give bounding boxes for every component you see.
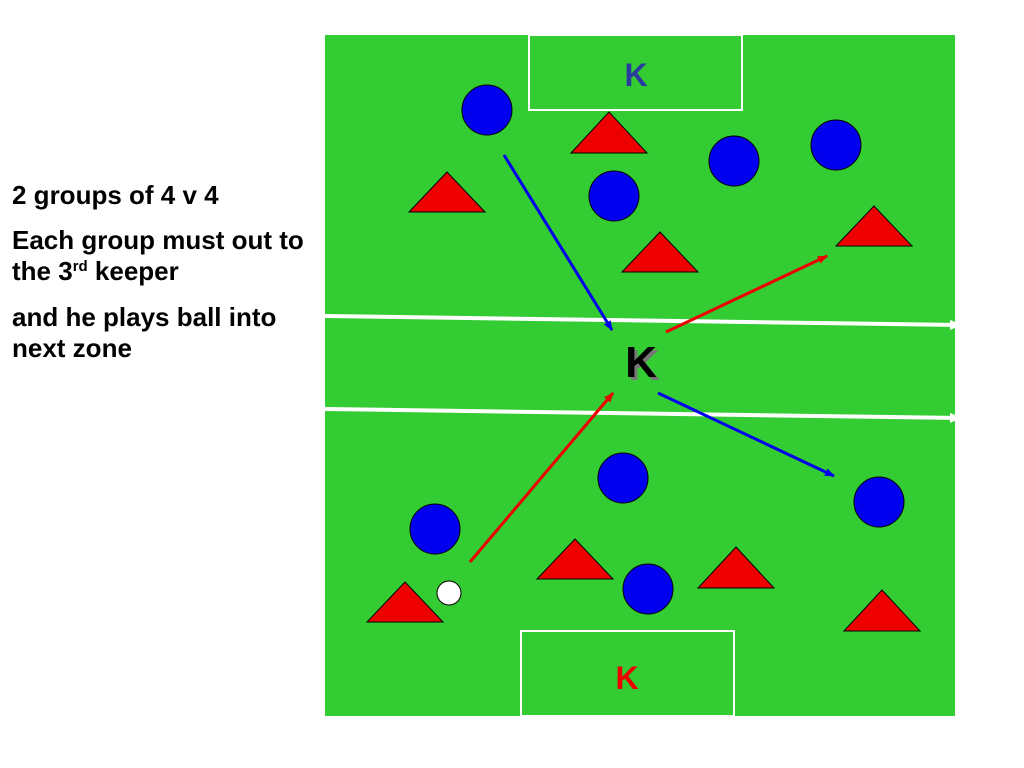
pass-arrow-blue-keeper-out: [657, 391, 835, 478]
blue-player: [461, 84, 513, 136]
bottom-goal-box: [520, 630, 735, 717]
note-superscript: rd: [72, 258, 88, 276]
red-player: [620, 231, 700, 273]
blue-player: [810, 119, 862, 171]
bottom-keeper-label: K: [615, 660, 638, 696]
blue-player: [853, 476, 905, 528]
red-player: [834, 205, 914, 247]
drill-notes: 2 groups of 4 v 4 Each group must out to…: [12, 180, 312, 378]
blue-player: [708, 135, 760, 187]
blue-player: [588, 170, 640, 222]
red-player: [407, 171, 487, 213]
red-player: [569, 111, 649, 154]
ball: [436, 580, 462, 606]
red-player: [535, 538, 615, 580]
red-player: [365, 581, 445, 623]
middle-keeper-label-shadow: K: [628, 341, 660, 390]
pass-arrow-red-keeper-out: [665, 254, 828, 334]
top-keeper-label: K: [624, 57, 647, 93]
zone-line-upper: [324, 314, 962, 330]
note-keeper-rule-text: Each group must out to the 3: [12, 225, 304, 287]
middle-keeper-label: K: [625, 338, 657, 387]
red-player: [696, 546, 776, 589]
top-goal-box: [528, 34, 743, 111]
blue-player: [597, 452, 649, 504]
blue-player: [622, 563, 674, 615]
zone-line-lower: [324, 407, 962, 423]
note-keeper-rule-end: keeper: [94, 256, 179, 287]
pass-arrow-red-to-keeper: [468, 392, 615, 563]
note-next-zone: and he plays ball into next zone: [12, 301, 277, 363]
note-keeper-rule: Each group must out to the 3rd keeper: [12, 225, 312, 287]
pass-arrow-blue-to-keeper: [502, 154, 614, 331]
red-player: [842, 589, 922, 632]
blue-player: [409, 503, 461, 555]
note-groups: 2 groups of 4 v 4: [12, 180, 219, 210]
